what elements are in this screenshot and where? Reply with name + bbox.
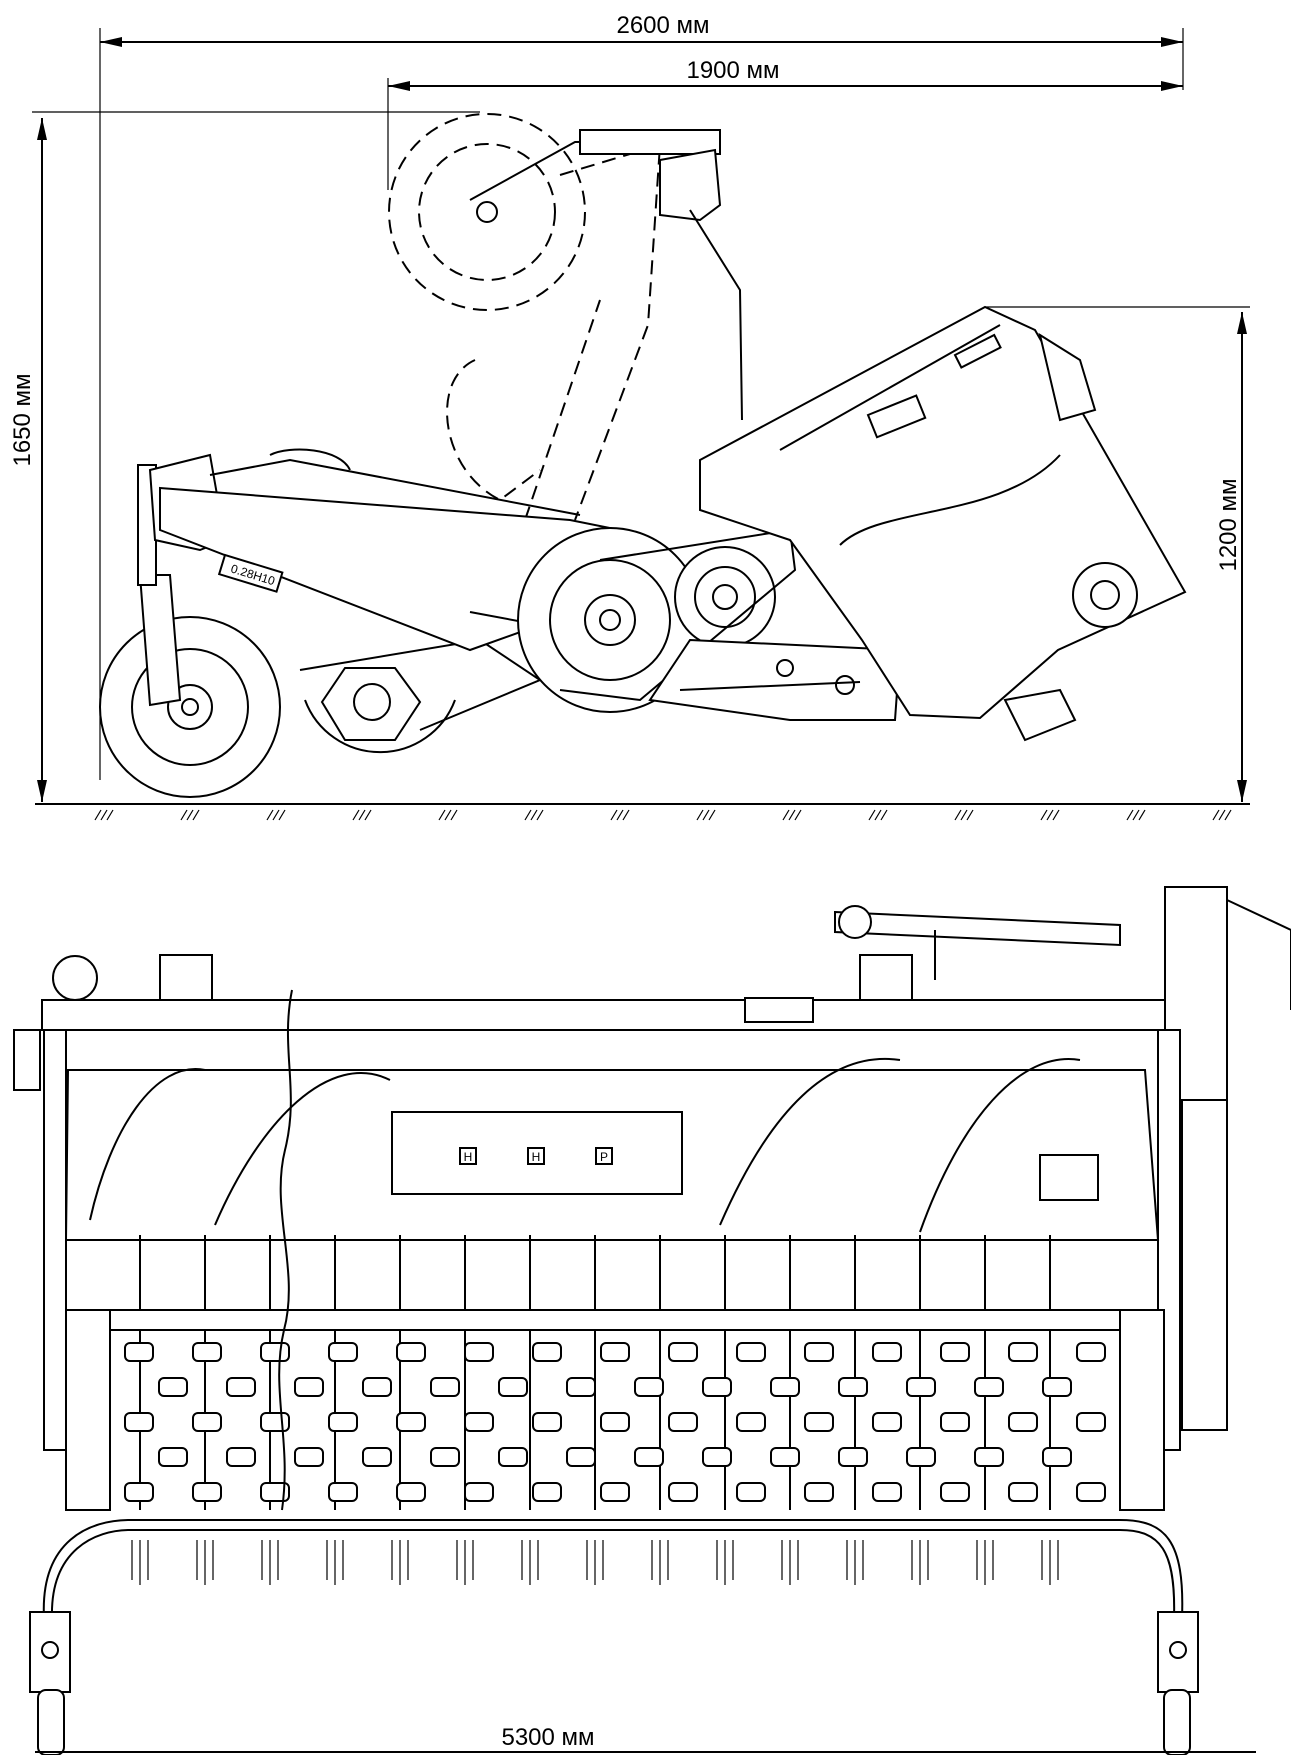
ground-line: [35, 803, 1250, 821]
hopper-body: H H P: [64, 1057, 1160, 1241]
top-beam: [41, 999, 1183, 1031]
hopper-height-label: 1200 мм: [1215, 478, 1242, 571]
dimension-hopper-height: 1200 мм: [985, 306, 1250, 802]
overall-length-label: 2600 мм: [616, 12, 709, 39]
overall-height-label: 1650 мм: [9, 373, 36, 466]
seed-tubes: [131, 1235, 1059, 1585]
dimension-overall-height: 1650 мм: [9, 111, 480, 802]
coulter-disc: [299, 638, 543, 754]
working-width-label: 5300 мм: [501, 1724, 594, 1751]
dimension-working-width: 5300 мм: [35, 1724, 1256, 1753]
panel-label-1: H: [464, 1150, 473, 1164]
raised-wheel-dashed: [388, 113, 743, 521]
transport-length-label: 1900 мм: [686, 57, 779, 84]
panel-label-3: P: [600, 1150, 608, 1164]
main-frame: 0.28H10: [159, 448, 701, 656]
drive-assembly: [517, 527, 902, 721]
hose: [278, 989, 293, 1511]
panel-label-2: H: [532, 1150, 541, 1164]
side-view: 2600 мм 1900 мм 1650 мм 1200 мм: [9, 12, 1250, 821]
rear-view: H H P 5300 мм: [13, 886, 1291, 1755]
dimension-transport-length: 1900 мм: [387, 57, 1183, 190]
rear-wheels: [29, 1519, 1199, 1755]
seed-hopper: [699, 305, 1187, 742]
dimension-overall-length: 2600 мм: [99, 12, 1184, 780]
seeding-drum: [65, 1309, 1165, 1511]
